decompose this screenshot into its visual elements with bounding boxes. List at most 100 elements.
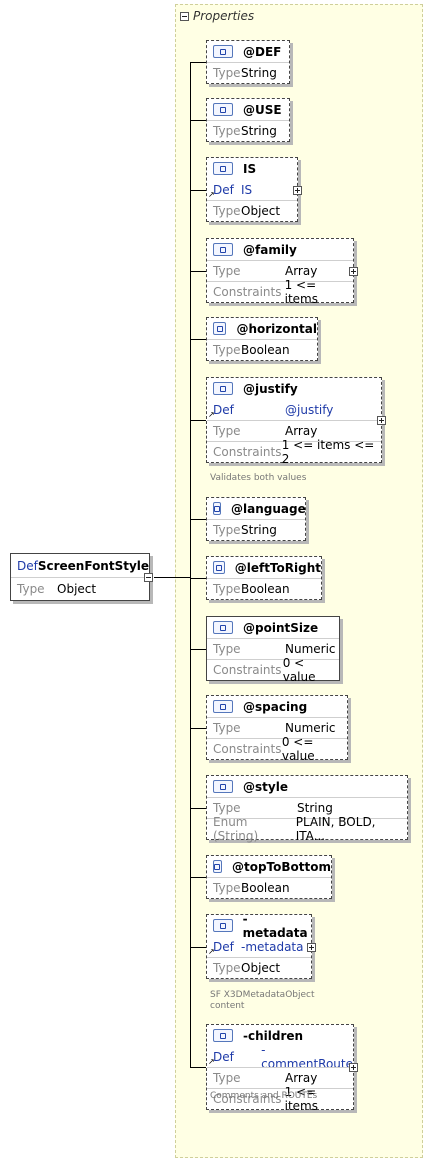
property-name: @USE <box>243 102 282 117</box>
expand-icon[interactable] <box>349 267 358 276</box>
def-label: Def <box>213 402 234 417</box>
property-key: Type <box>213 124 241 138</box>
property-key: Type <box>213 721 241 735</box>
reference-arrow-icon: ↗ <box>208 947 215 956</box>
property-name: -metadata <box>242 911 308 940</box>
attribute-icon <box>213 243 233 256</box>
attribute-icon <box>213 780 233 793</box>
property-key: Type <box>213 523 241 537</box>
reference-arrow-icon: ↗ <box>208 410 215 419</box>
connector-line <box>190 120 206 121</box>
property-name: @pointSize <box>243 620 319 635</box>
connector-line <box>190 339 206 340</box>
def-label: Def <box>213 939 234 954</box>
property-name: @language <box>231 501 306 516</box>
connector-line <box>190 728 206 729</box>
root-type-key: Type <box>17 582 45 596</box>
property-name: @family <box>243 242 297 257</box>
property-value: 1 <= items <= 2 <box>281 438 375 466</box>
property-key: Type <box>213 642 241 656</box>
property-key: Constraints <box>213 663 282 677</box>
properties-title: Properties <box>193 9 255 23</box>
connector-line <box>190 420 206 421</box>
connector-line <box>190 271 206 272</box>
property-value: String <box>241 523 277 537</box>
root-name: ScreenFontStyle <box>37 558 150 573</box>
root-collapse-icon[interactable] <box>144 573 153 582</box>
property-name: @leftToRight <box>234 560 321 575</box>
connector-line <box>190 190 206 191</box>
property-value: Object <box>241 204 281 218</box>
property-value: Boolean <box>241 343 290 357</box>
property-value: Array <box>285 424 318 438</box>
property-key: Type <box>213 961 241 975</box>
property-value: String <box>297 801 333 815</box>
connector-line <box>190 877 206 878</box>
attribute-icon <box>213 1029 233 1042</box>
attribute-icon <box>213 919 233 932</box>
expand-icon[interactable] <box>349 1063 358 1072</box>
connector-line <box>190 578 206 579</box>
connector-line <box>190 1067 206 1068</box>
expand-icon[interactable] <box>293 186 302 195</box>
attribute-icon <box>213 700 233 713</box>
attribute-icon <box>213 621 233 634</box>
attribute-icon <box>213 382 233 395</box>
property-key: Type <box>213 1071 241 1085</box>
property-value: 0 < value <box>282 656 316 684</box>
property-name: IS <box>243 161 257 176</box>
attribute-icon <box>213 561 225 574</box>
property-value: Boolean <box>241 881 290 895</box>
property-value: PLAIN, BOLD, ITA... <box>295 815 376 843</box>
property-key: Type <box>213 264 241 278</box>
property-key: Constraints <box>213 742 282 756</box>
property-name: @spacing <box>243 699 308 714</box>
def-label: Def <box>213 182 234 197</box>
expand-icon[interactable] <box>307 943 316 952</box>
attribute-icon <box>213 322 227 335</box>
attribute-icon <box>213 162 233 175</box>
property-name: @DEF <box>243 44 282 59</box>
root-node-screenfontstyle[interactable]: Def ScreenFontStyle Type Object <box>10 553 153 601</box>
properties-header: Properties <box>180 8 254 24</box>
property-value: Boolean <box>241 582 290 596</box>
connector-line <box>154 577 190 578</box>
def-value: IS <box>241 182 253 197</box>
def-value: @justify <box>285 402 334 417</box>
connector-line <box>190 62 191 1068</box>
property-value: Array <box>285 1071 318 1085</box>
property-value: String <box>241 66 277 80</box>
connector-line <box>190 649 206 650</box>
property-value: Array <box>285 264 318 278</box>
attribute-icon <box>213 45 233 58</box>
property-key: Type <box>213 66 241 80</box>
property-note: Validates both values <box>210 473 307 483</box>
property-key: Type <box>213 424 241 438</box>
property-note: SF X3DMetadataObject content <box>210 990 315 1011</box>
property-key: Constraints <box>213 1092 282 1106</box>
root-def-label: Def <box>17 558 38 573</box>
property-key: Type <box>213 582 241 596</box>
reference-arrow-icon: ↗ <box>208 1057 215 1066</box>
property-value: 1 <= items <box>284 278 318 306</box>
property-key: Type <box>213 801 241 815</box>
connector-line <box>190 519 206 520</box>
connector-line <box>190 62 206 63</box>
collapse-icon[interactable] <box>180 11 189 21</box>
expand-icon[interactable] <box>377 416 386 425</box>
property-value: Object <box>241 961 281 975</box>
